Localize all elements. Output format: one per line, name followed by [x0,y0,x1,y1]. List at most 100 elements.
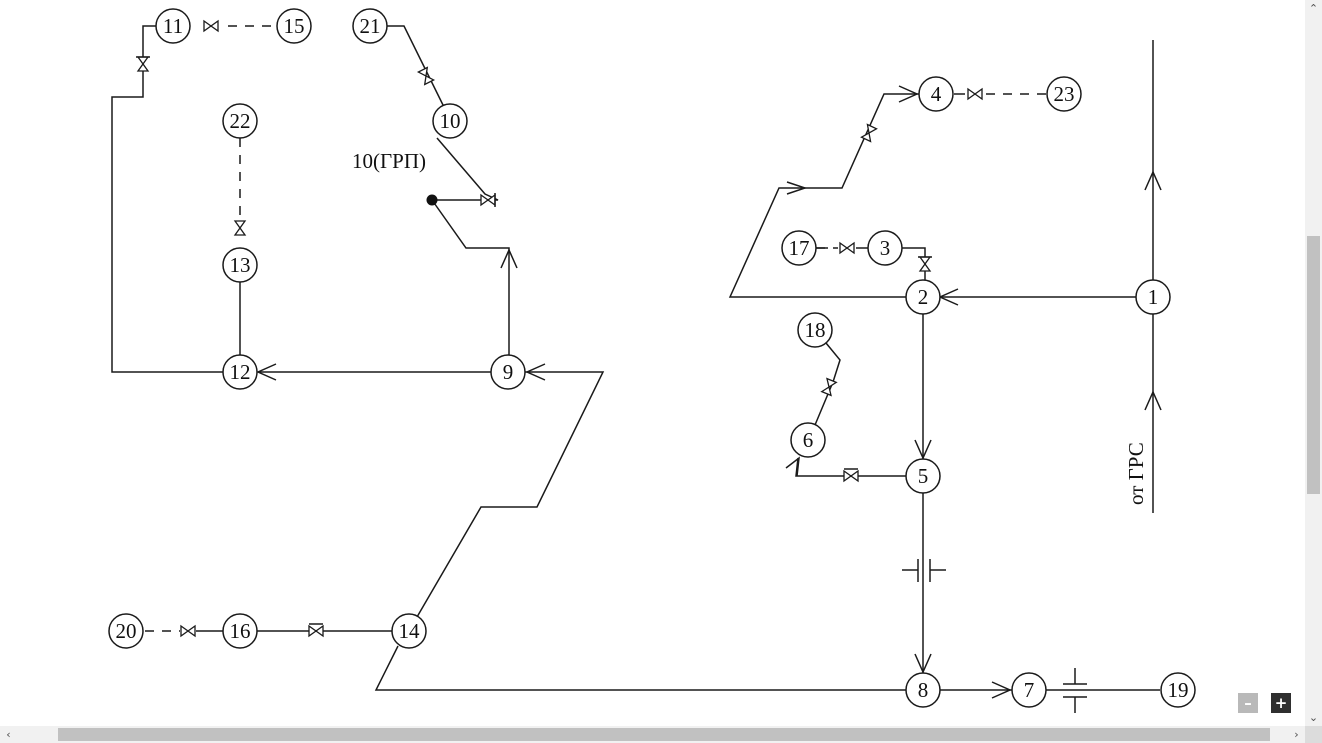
node-label: 8 [918,678,929,702]
valve-icon [820,377,838,397]
node-circle [432,103,468,139]
node-label: 13 [230,253,251,277]
pipe-14-9 [416,371,605,618]
pipe-grp-10 [432,137,499,201]
node-label: 22 [230,109,251,133]
node-circle [391,613,427,649]
node-label: 6 [803,428,814,452]
horizontal-scrollbar[interactable]: ‹ › [0,726,1305,743]
valve-icon [136,56,150,72]
pipelines [111,25,1160,691]
node-label: 21 [360,14,381,38]
node-circle [1160,672,1196,708]
node-12: 12 [222,354,258,390]
pipe-8-14 [374,645,906,691]
valve-icon [203,19,219,33]
pipe-2-4 [728,93,919,298]
node-circle [108,613,144,649]
chevron-up-icon[interactable]: ⌃ [1308,2,1319,15]
arrow-to-6 [785,456,800,477]
pipe-10-21 [387,25,444,106]
flange-icon [902,559,946,582]
node-9: 9 [490,354,526,390]
valve-icon [416,66,436,86]
vertical-scrollbar[interactable]: ⌃ ⌄ [1305,0,1322,726]
node-label: 11 [163,14,183,38]
chevron-down-icon[interactable]: ⌄ [1308,711,1319,724]
arrow-to-8 [914,653,932,674]
arrow-to-grp [500,248,518,269]
node-circle [781,230,817,266]
vertical-scroll-thumb[interactable] [1307,236,1320,494]
node-label: 3 [880,236,891,260]
node-circle [797,312,833,348]
valve-icon [308,623,324,638]
pipe-3-2 [902,247,926,283]
node-7: 7 [1011,672,1047,708]
valves [136,19,983,638]
node-circle [1046,76,1082,112]
node-circle [155,8,191,44]
node-label: 2 [918,285,929,309]
node-13: 13 [222,247,258,283]
node-label: 15 [284,14,305,38]
node-20: 20 [108,613,144,649]
pipe-6-18 [814,342,841,426]
node-circle [222,247,258,283]
node-circle [867,230,903,266]
node-circle [918,76,954,112]
node-circle [222,103,258,139]
pipe-12-11 [111,25,223,373]
node-6: 6 [790,422,826,458]
horizontal-scroll-thumb[interactable] [58,728,1270,741]
zoom-out-button[interactable]: – [1238,693,1258,713]
node-label: 1 [1148,285,1159,309]
node-label: 10 [440,109,461,133]
chevron-right-icon[interactable]: › [1294,728,1299,741]
node-circle [276,8,312,44]
node-19: 19 [1160,672,1196,708]
node-10: 10 [432,103,468,139]
valve-icon [233,220,247,236]
node-5: 5 [905,458,941,494]
node-3: 3 [867,230,903,266]
node-circle [905,279,941,315]
pipe-5-6 [795,457,906,477]
node-11: 11 [155,8,191,44]
node-2: 2 [905,279,941,315]
arrow-to-4b [898,85,919,103]
scrollbar-corner [1305,726,1322,743]
node-circle [222,354,258,390]
node-label: 7 [1024,678,1035,702]
node-1: 1 [1135,279,1171,315]
node-15: 15 [276,8,312,44]
node-23: 23 [1046,76,1082,112]
chevron-left-icon[interactable]: ‹ [6,728,11,741]
node-circle [905,458,941,494]
node-14: 14 [391,613,427,649]
valve-icon [967,87,983,101]
arrow-to-9 [525,363,546,381]
node-label: 20 [116,619,137,643]
valve-icon [480,193,496,207]
pipe-9-grp [431,199,510,356]
node-21: 21 [352,8,388,44]
node-4: 4 [918,76,954,112]
node-label: 9 [503,360,514,384]
node-label: 14 [399,619,421,643]
arrow-source-2 [1144,390,1162,411]
flanges [902,559,1087,713]
zoom-in-button[interactable]: + [1271,693,1291,713]
node-circle [490,354,526,390]
node-label: 12 [230,360,251,384]
valve-icon [918,256,932,272]
node-circle [905,672,941,708]
node-circle [352,8,388,44]
node-16: 16 [222,613,258,649]
flange-icon [1063,668,1087,713]
node-circle [790,422,826,458]
node-22: 22 [222,103,258,139]
